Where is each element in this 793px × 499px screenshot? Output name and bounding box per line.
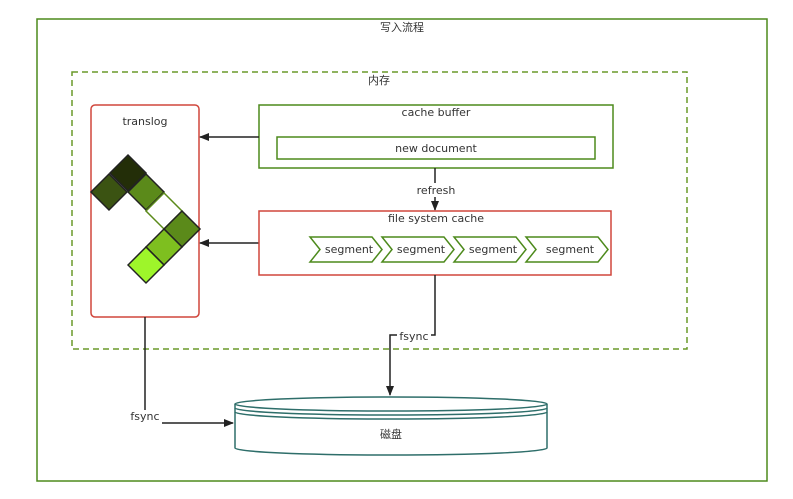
memory-region	[71, 71, 688, 350]
fsync-label-right: fsync	[399, 330, 428, 343]
translog-blocks	[89, 153, 202, 285]
refresh-label: refresh	[417, 184, 456, 197]
segment-shape	[524, 236, 609, 263]
segments: segment segment segment segment	[308, 236, 609, 263]
segment-label: segment	[546, 243, 595, 256]
fs-cache-label: file system cache	[388, 212, 484, 225]
disk-label: 磁盘	[380, 427, 402, 441]
segment-label: segment	[325, 243, 374, 256]
outer-frame	[36, 18, 768, 482]
diagram-title: 写入流程	[380, 20, 424, 34]
segment-shape	[452, 236, 527, 263]
fsync-arrow-left	[144, 317, 234, 427]
cache-buffer-label: cache buffer	[402, 106, 471, 119]
disk-cylinder	[234, 396, 548, 456]
segment-label: segment	[397, 243, 446, 256]
segment-shape	[380, 236, 455, 263]
memory-label: 内存	[368, 73, 390, 87]
new-document-label: new document	[395, 142, 477, 155]
segment-shape	[308, 236, 383, 263]
fsync-label-left: fsync	[130, 410, 159, 423]
translog-block	[89, 172, 129, 212]
new-document-box	[276, 136, 596, 160]
segment-label: segment	[469, 243, 518, 256]
translog-label: translog	[122, 115, 167, 128]
translog-block	[126, 245, 166, 285]
